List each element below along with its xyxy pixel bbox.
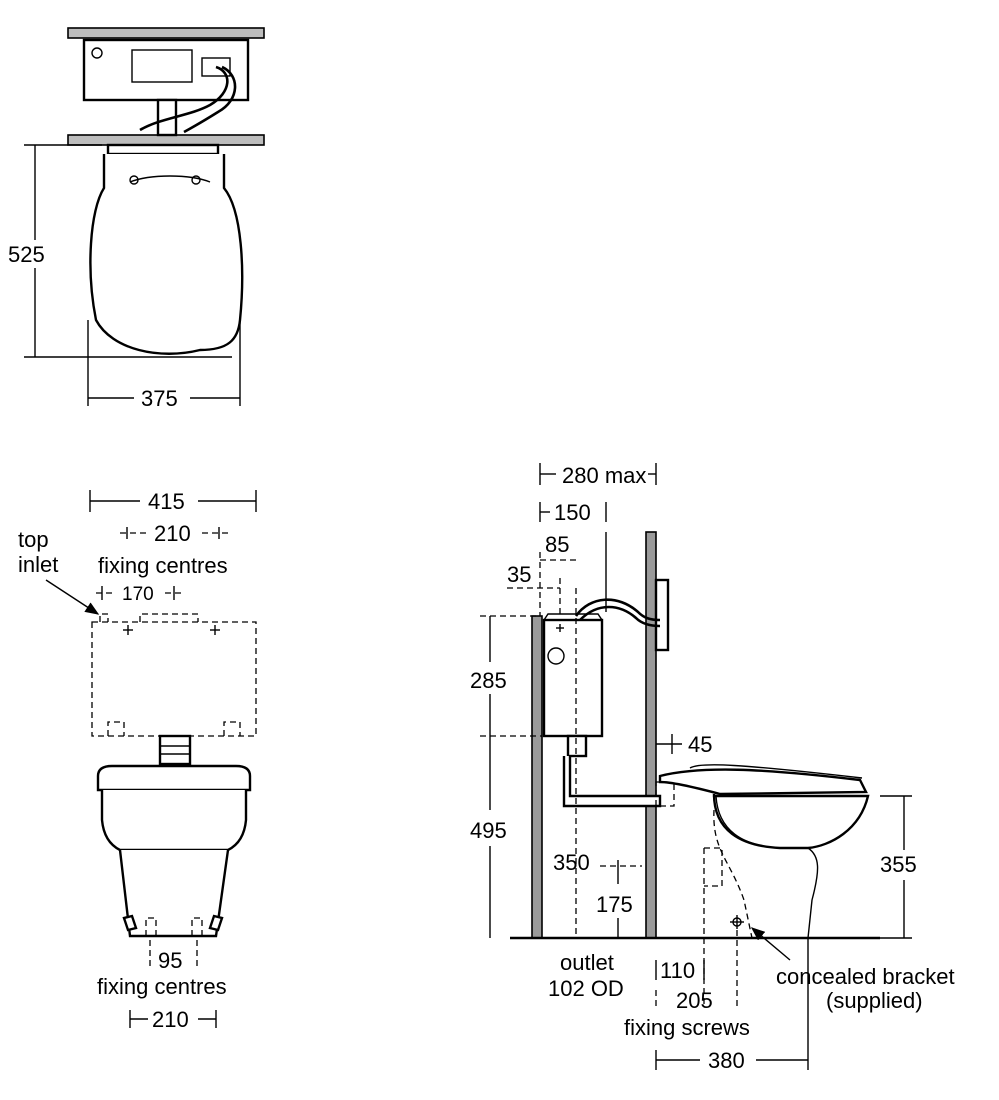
bracket-label-line2: (supplied) [826, 988, 923, 1013]
cistern-outlet-connector [566, 734, 588, 758]
seat-and-lid-side [658, 768, 868, 796]
wall-section-top [67, 27, 265, 39]
fixing-screws-label: fixing screws [624, 1015, 750, 1040]
toilet-pedestal-front [118, 849, 230, 938]
toilet-seat-front [96, 764, 252, 792]
hinge-right [191, 175, 201, 185]
dim-350-label: 350 [553, 850, 590, 875]
pan-height-label: 355 [880, 852, 917, 877]
cistern-fixing-centres-value: 210 [154, 521, 191, 546]
inlet-spacing-label: 170 [122, 584, 154, 605]
cistern-button-circle [91, 47, 103, 59]
cistern-foot-right [223, 721, 241, 736]
bracket-arrow [750, 927, 791, 961]
fixing-slot-left [145, 917, 157, 936]
bracket-height-marker [704, 847, 723, 887]
outlet-label-line1: outlet [560, 950, 614, 975]
cistern-valve [201, 57, 231, 77]
dim-85-label: 85 [545, 532, 569, 557]
top-inlet-label-line2: inlet [18, 552, 58, 577]
cistern-lid [543, 613, 603, 621]
pan-fixing-centres-value: 95 [158, 948, 182, 973]
height-495-label: 495 [470, 818, 507, 843]
flush-pipe-side [562, 756, 662, 808]
top-view: 525 375 [8, 27, 265, 411]
concealed-cistern-side [542, 618, 604, 738]
seat-hinge-line [129, 175, 211, 183]
bracket-label-line1: concealed bracket [776, 964, 955, 989]
pan-foot-right [208, 914, 224, 932]
cistern-fixing-centres-label: fixing centres [98, 553, 228, 578]
pan-base-width-label: 210 [152, 1007, 189, 1032]
bracket-detail [732, 917, 742, 927]
pan-inlet-connector [655, 781, 675, 807]
top-width-label: 375 [141, 386, 178, 411]
supply-hose-1 [139, 65, 229, 132]
supply-hose-side-2 [579, 605, 661, 628]
toilet-seat-plan [89, 154, 244, 355]
wall-section-bottom [67, 134, 265, 146]
top-depth-label: 525 [8, 242, 45, 267]
lid-edge [689, 764, 863, 779]
cistern-width-label: 415 [148, 489, 185, 514]
pan-back-flange [106, 143, 220, 156]
front-view: 415 210 fixing centres 170 top inlet [18, 489, 257, 1032]
max-depth-label: 280 max [562, 463, 646, 488]
concealed-outlet-path [713, 809, 753, 939]
pan-fixing-centres-label: fixing centres [97, 974, 227, 999]
depth-150-label: 150 [554, 500, 591, 525]
hinge-left [129, 175, 139, 185]
supply-hose-side-1 [574, 598, 661, 622]
dim-205-label: 205 [676, 988, 713, 1013]
wall-front [645, 531, 657, 939]
cistern-valve-side [547, 647, 565, 665]
top-inlet-arrow [45, 579, 100, 615]
concealed-cistern-outline [91, 621, 257, 737]
pan-foot-left [122, 914, 138, 932]
dim-380-label: 380 [708, 1048, 745, 1073]
wall-back [531, 615, 543, 939]
dim-175-label: 175 [596, 892, 633, 917]
top-inlet-stub [99, 613, 109, 622]
fixing-slot-right [191, 917, 203, 936]
height-285-label: 285 [470, 668, 507, 693]
dim-45-label: 45 [688, 732, 712, 757]
toilet-bowl-front [100, 790, 248, 852]
top-inlet-label-line1: top [18, 527, 49, 552]
dim-110-label: 110 [660, 958, 695, 983]
cistern-panel [131, 49, 193, 83]
side-view: 280 max 150 85 35 [470, 463, 955, 1073]
dim-35-label: 35 [507, 562, 531, 587]
supply-hose-2 [183, 65, 237, 134]
cistern-top-lid [139, 613, 199, 622]
toilet-bowl-side [712, 793, 870, 850]
flush-pipe-front [158, 734, 192, 766]
flush-plate-side [654, 578, 670, 652]
pan-foot-contour [715, 795, 819, 939]
cistern-foot-left [107, 721, 125, 736]
outlet-label-line2: 102 OD [548, 976, 624, 1001]
